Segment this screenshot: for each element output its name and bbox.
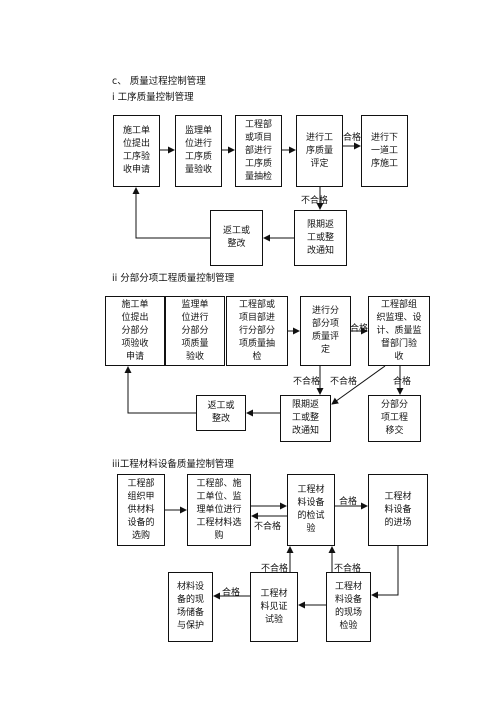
- s1-next-box: 进行下 一道工 序施工: [361, 115, 408, 187]
- s2-assess-text: 进行分 部分项 质量评 定: [311, 306, 339, 355]
- s1-assess-text: 进行工 序质量 评定: [305, 132, 333, 169]
- s2-handover-text: 分部分 项工程 移交: [380, 400, 408, 436]
- s3-fail-left-label: 不合格: [261, 564, 289, 574]
- s3-inspect-text: 工程材 料设备 的检试 验: [297, 485, 325, 534]
- s2-fail-label-1: 不合格: [293, 377, 321, 387]
- s2-pass-label: 合格: [350, 324, 369, 334]
- s1-fail-label: 不合格: [301, 196, 329, 206]
- s2-org-text: 工程部组 织监理、设 计、质量监 督部门验 收: [376, 299, 422, 362]
- s2-org-box: 工程部组 织监理、设 计、质量监 督部门验 收: [368, 296, 430, 366]
- s1-apply-text: 施工单 位提出 工序验 收申请: [122, 126, 150, 175]
- section-iii-title: iii工程材料设备质量控制管理: [112, 459, 234, 470]
- page-heading: c、 质量过程控制管理: [112, 76, 206, 87]
- s1-rework-box: 返工或 整改: [210, 210, 263, 266]
- s3-inspect-box: 工程材 料设备 的检试 验: [287, 474, 335, 546]
- s3-storage-box: 材料设 备的现 场储备 与保护: [168, 572, 213, 642]
- s1-notice-text: 限期返 工或整 改通知: [306, 219, 334, 256]
- section-i-title: i 工序质量控制管理: [112, 92, 194, 103]
- s3-arrow-entry-site: [371, 546, 399, 599]
- s2-arrow-org-notice: [331, 365, 386, 405]
- s3-site-box: 工程材 料设备 的现场 检验: [326, 572, 371, 642]
- s1-supervise-box: 监理单 位进行 工序质 量验收: [175, 115, 222, 187]
- s3-fail-right-label: 不合格: [334, 564, 362, 574]
- s2-fail-label-2: 不合格: [330, 377, 358, 387]
- s1-supervise-text: 监理单 位进行 工序质 量验收: [184, 126, 212, 175]
- s2-dept-text: 工程部或 项目部进 行分部分 项质量抽 检: [238, 299, 275, 362]
- s3-fail-top-label: 不合格: [254, 522, 282, 532]
- s3-storage-text: 材料设 备的现 场储备 与保护: [176, 582, 204, 631]
- s1-apply-box: 施工单 位提出 工序验 收申请: [113, 115, 160, 187]
- s2-dept-box: 工程部或 项目部进 行分部分 项质量抽 检: [226, 296, 288, 366]
- s3-supply-text: 工程部 组织甲 供材料 设备的 选购: [127, 478, 155, 541]
- s1-dept-box: 工程部 或项目 部进行 工序质 量抽检: [235, 115, 282, 187]
- s3-select-box: 工程部、施 工单位、监 理单位进行 工程材料选 购: [187, 474, 251, 546]
- s1-assess-box: 进行工 序质量 评定: [296, 115, 343, 187]
- s1-notice-box: 限期返 工或整 改通知: [294, 210, 347, 266]
- s2-rework-text: 返工或 整改: [207, 401, 235, 424]
- s3-entry-box: 工程材 料设备 的进场: [368, 474, 428, 546]
- s2-supervise-box: 监理单 位进行 分部分 项质量 验收: [165, 296, 225, 366]
- s2-rework-box: 返工或 整改: [196, 395, 246, 431]
- s1-pass-label: 合格: [343, 133, 362, 143]
- s3-entry-text: 工程材 料设备 的进场: [384, 491, 412, 528]
- s3-supply-box: 工程部 组织甲 供材料 设备的 选购: [117, 474, 165, 546]
- s3-site-text: 工程材 料设备 的现场 检验: [334, 582, 362, 631]
- s3-witness-text: 工程材 料见证 试验: [260, 588, 288, 625]
- s3-select-text: 工程部、施 工单位、监 理单位进行 工程材料选 购: [196, 478, 242, 541]
- s2-arrow-rework-apply: [124, 366, 196, 414]
- s2-handover-box: 分部分 项工程 移交: [368, 395, 421, 442]
- s3-pass-bot-label: 合格: [222, 588, 241, 598]
- s2-notice-text: 限期返 工或整 改通知: [291, 400, 319, 436]
- s1-next-text: 进行下 一道工 序施工: [370, 132, 398, 169]
- s2-supervise-text: 监理单 位进行 分部分 项质量 验收: [181, 299, 209, 362]
- s3-pass-top-label: 合格: [339, 497, 358, 507]
- s1-dept-text: 工程部 或项目 部进行 工序质 量抽检: [244, 119, 272, 182]
- s2-assess-box: 进行分 部分项 质量评 定: [300, 296, 351, 366]
- s1-arrow-rework-apply: [132, 187, 210, 239]
- s2-apply-box: 施工单 位提出 分部分 项验收 申请: [105, 296, 165, 366]
- section-ii-title: ii 分部分项工程质量控制管理: [112, 273, 235, 284]
- s2-apply-text: 施工单 位提出 分部分 项验收 申请: [121, 299, 149, 362]
- s1-rework-text: 返工或 整改: [222, 226, 250, 249]
- s2-pass2-label: 合格: [393, 377, 412, 387]
- s2-notice-box: 限期返 工或整 改通知: [280, 395, 331, 442]
- s3-witness-box: 工程材 料见证 试验: [250, 572, 298, 642]
